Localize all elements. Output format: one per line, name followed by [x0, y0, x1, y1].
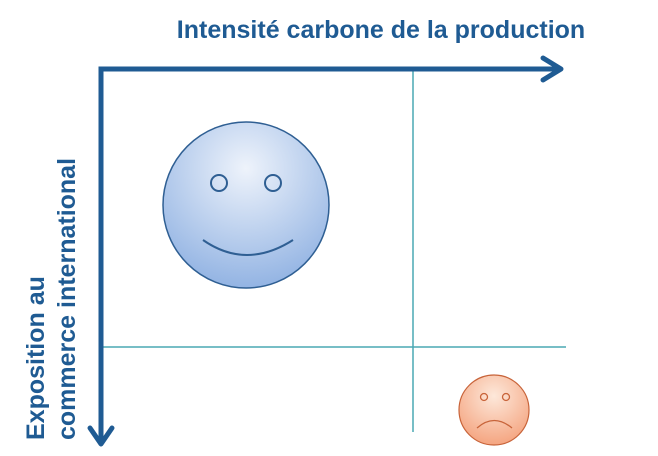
y-axis-label-line2: commerce international: [53, 158, 81, 440]
smiling-face-icon: [162, 121, 330, 289]
frowning-face-icon: [458, 374, 530, 446]
x-axis-arrowhead: [540, 55, 564, 83]
x-axis-label: Intensité carbone de la production: [177, 16, 585, 44]
y-axis-arrowhead: [87, 425, 115, 447]
y-axis-label-line1: Exposition au: [22, 276, 50, 440]
